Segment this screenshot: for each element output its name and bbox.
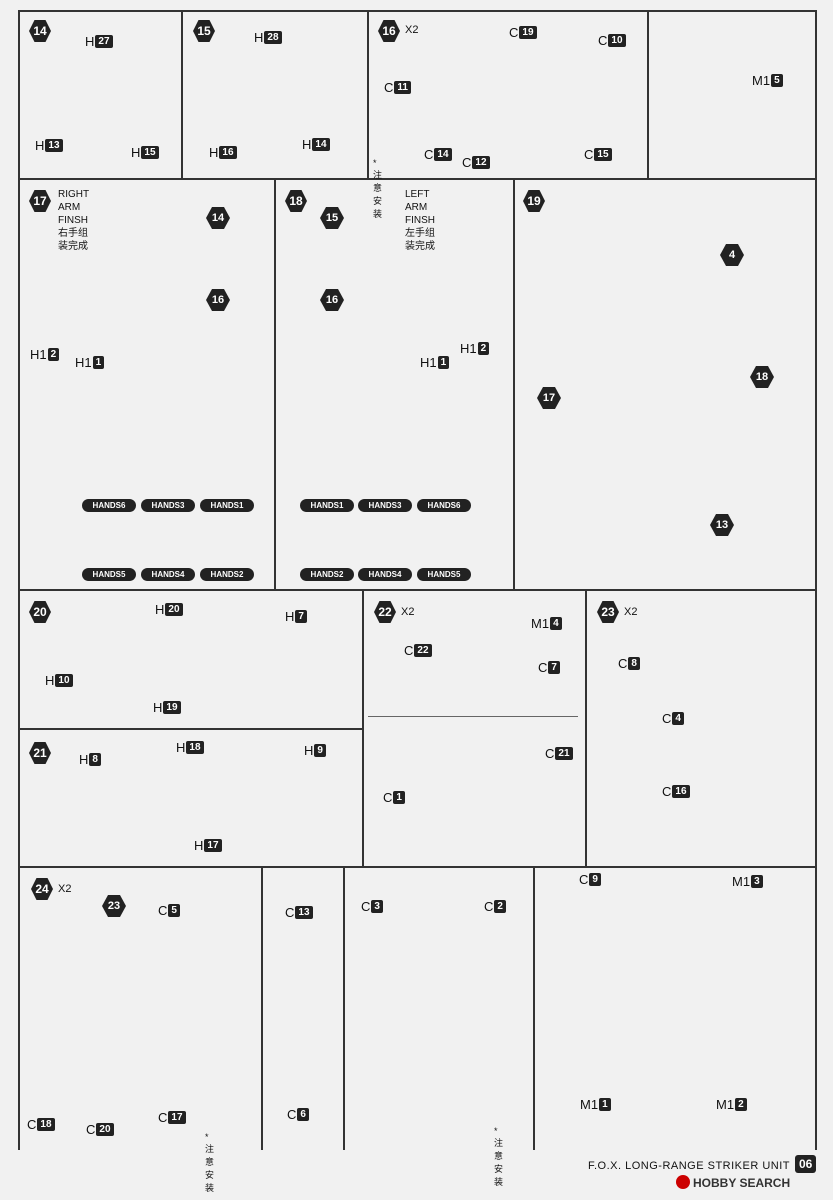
- callout-part-16: 16: [320, 289, 344, 311]
- step-number: 16: [378, 20, 400, 42]
- step-number: 23: [597, 601, 619, 623]
- step-number: 20: [29, 601, 51, 623]
- page-number: 06: [795, 1155, 817, 1173]
- step-number: 18: [285, 190, 307, 212]
- step-number: 14: [29, 20, 51, 42]
- hand-label: HANDS6: [82, 499, 136, 512]
- arm-title-en: LEFT ARM FINSH: [405, 189, 435, 226]
- hand-label: HANDS5: [82, 568, 136, 581]
- callout-part-15: 15: [320, 207, 344, 229]
- step-number: 15: [193, 20, 215, 42]
- hand-label: HANDS2: [200, 568, 254, 581]
- quantity-multiplier: X2: [405, 24, 419, 36]
- step-number: 19: [523, 190, 545, 212]
- arm-title-cn: 左手组装完成: [405, 228, 435, 252]
- watermark: HOBBY SEARCH: [693, 1176, 791, 1190]
- arm-title-cn: 右手组装完成: [58, 228, 88, 252]
- arm-title: RIGHT ARM FINSH 右手组装完成: [58, 188, 89, 253]
- step-number: 17: [29, 190, 51, 212]
- hand-label: HANDS1: [200, 499, 254, 512]
- callout-right-arm: 17: [537, 387, 561, 409]
- hobby-search-logo-icon: [676, 1175, 690, 1189]
- hand-label: HANDS3: [141, 499, 195, 512]
- step-number: 24: [31, 878, 53, 900]
- callout-left-arm: 18: [750, 366, 774, 388]
- hand-label: HANDS1: [300, 499, 354, 512]
- step-number: 22: [374, 601, 396, 623]
- footer-title: F.O.X. LONG-RANGE STRIKER UNIT: [588, 1160, 791, 1172]
- callout-part-14: 14: [206, 207, 230, 229]
- hand-label: HANDS4: [358, 568, 412, 581]
- quantity-multiplier: X2: [401, 606, 415, 618]
- hand-label: HANDS4: [141, 568, 195, 581]
- quantity-multiplier: X2: [58, 883, 72, 895]
- callout-part-16: 16: [206, 289, 230, 311]
- step-number: 21: [29, 742, 51, 764]
- callout-part-23: 23: [102, 895, 126, 917]
- hand-label: HANDS6: [417, 499, 471, 512]
- callout-head-part: 4: [720, 244, 744, 266]
- hand-label: HANDS5: [417, 568, 471, 581]
- quantity-multiplier: X2: [624, 606, 638, 618]
- hand-label: HANDS3: [358, 499, 412, 512]
- arm-title: LEFT ARM FINSH 左手组装完成: [405, 188, 435, 253]
- callout-waist-part: 13: [710, 514, 734, 536]
- arm-title-en: RIGHT ARM FINSH: [58, 189, 89, 226]
- hand-label: HANDS2: [300, 568, 354, 581]
